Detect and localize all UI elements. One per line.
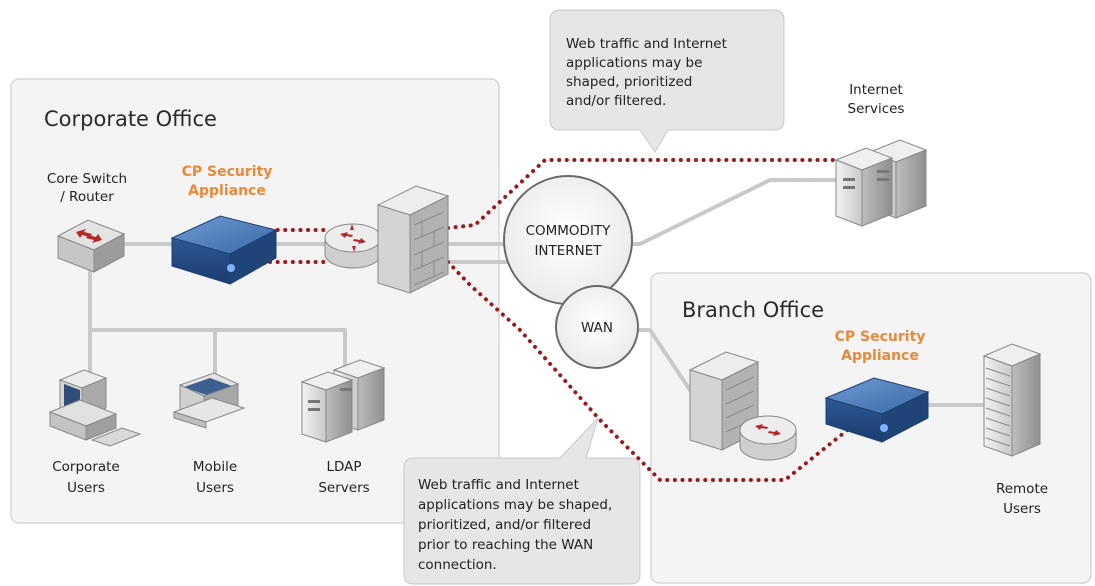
core-switch-label-1: Core Switch <box>47 171 127 187</box>
filtered-traffic-paths <box>268 158 862 482</box>
remote-users-label-1: Remote <box>996 481 1048 497</box>
top-callout-line-1: Web traffic and Internet <box>566 36 727 52</box>
branch-firewall-icon <box>688 351 760 451</box>
branch-office-title: Branch Office <box>682 298 824 322</box>
ldap-servers-label-1: LDAP <box>326 459 361 475</box>
corporate-office-panel <box>10 78 500 524</box>
internet-services-label-1: Internet <box>849 82 903 98</box>
bottom-callout-line-2: applications may be shaped, <box>418 497 612 513</box>
mobile-users-label-2: Users <box>196 480 234 496</box>
commodity-internet-cloud: COMMODITY INTERNET <box>503 175 633 305</box>
corporate-users-label-1: Corporate <box>52 459 120 475</box>
corp-router-icon <box>324 223 382 269</box>
bottom-callout-line-5: connection. <box>418 557 497 573</box>
internet-services-label-2: Services <box>848 101 905 117</box>
top-callout-line-4: and/or filtered. <box>566 93 666 109</box>
top-callout-line-3: shaped, prioritized <box>566 74 692 90</box>
corporate-users-label-2: Users <box>67 480 105 496</box>
branch-router-icon <box>739 415 797 461</box>
bottom-callout-line-4: prior to reaching the WAN <box>418 537 593 553</box>
ldap-servers-label-2: Servers <box>318 480 369 496</box>
branch-security-appliance-icon <box>824 377 930 443</box>
commodity-internet-label-1: COMMODITY <box>526 223 612 239</box>
corp-appliance-label-1: CP Security <box>182 164 273 180</box>
desktop-computer-icon <box>48 369 142 447</box>
branch-appliance-label-1: CP Security <box>835 329 926 345</box>
wan-cloud: WAN <box>555 285 639 369</box>
corp-security-appliance-icon <box>170 215 278 285</box>
top-callout-line-2: applications may be <box>566 55 702 71</box>
corp-firewall-icon <box>376 185 450 294</box>
bottom-callout: Web traffic and Internet applications ma… <box>403 417 641 585</box>
branch-appliance-label-2: Appliance <box>841 348 919 364</box>
top-callout: Web traffic and Internet applications ma… <box>549 9 785 153</box>
laptop-icon <box>172 372 246 429</box>
commodity-internet-label-2: INTERNET <box>534 243 602 259</box>
corp-appliance-label-2: Appliance <box>188 183 266 199</box>
bottom-callout-line-1: Web traffic and Internet <box>418 477 579 493</box>
core-switch-label-2: / Router <box>60 189 114 205</box>
mobile-users-label-1: Mobile <box>193 459 237 475</box>
ldap-servers-icon <box>300 359 386 443</box>
internet-servers-icon <box>834 139 928 227</box>
corporate-office-title: Corporate Office <box>44 107 217 131</box>
core-switch-icon <box>56 219 126 273</box>
wan-label: WAN <box>581 320 613 336</box>
remote-users-rack-icon <box>982 343 1042 457</box>
remote-users-label-2: Users <box>1003 501 1041 517</box>
bottom-callout-line-3: prioritized, and/or filtered <box>418 517 591 533</box>
